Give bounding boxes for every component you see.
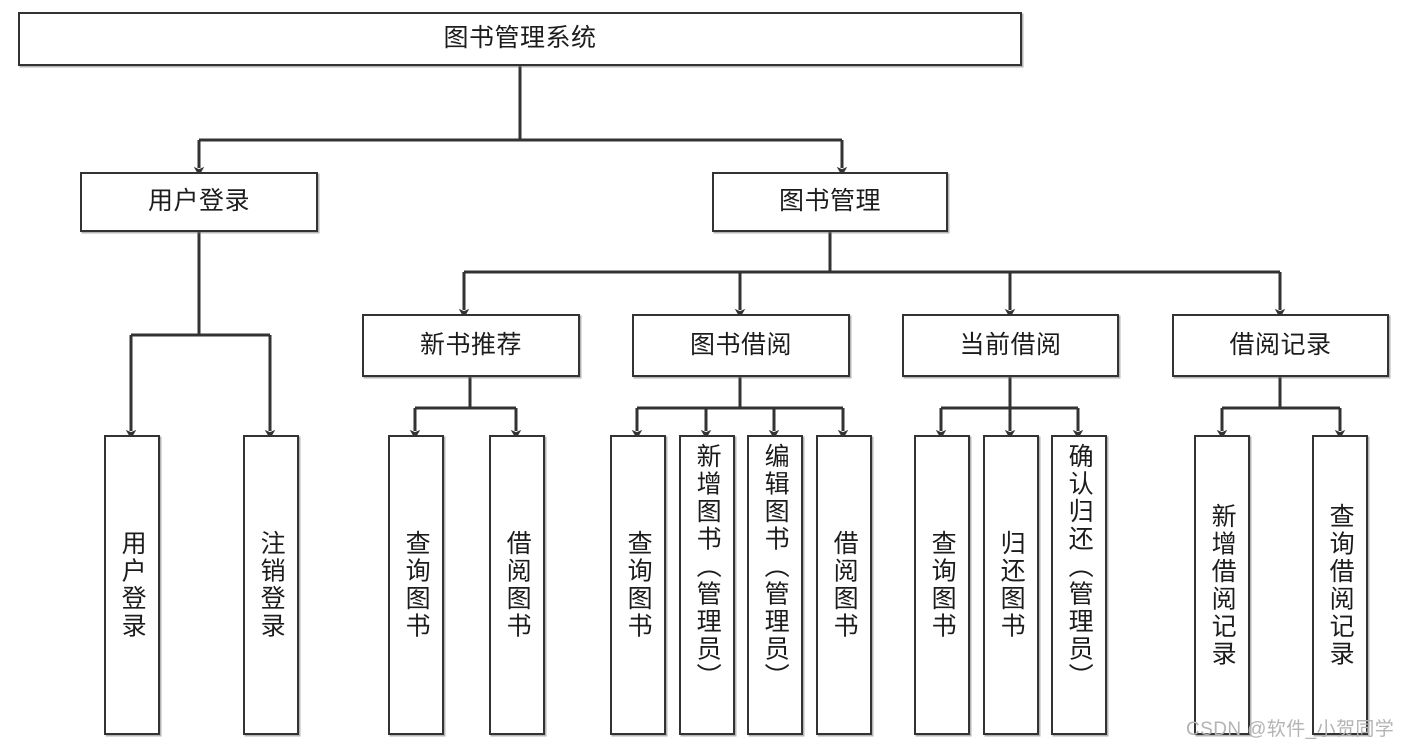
node-leaf-logout-login-label: 注销登录 [257, 530, 286, 640]
node-current-borrow-label: 当前借阅 [959, 330, 1062, 359]
node-current-borrow[interactable]: 当前借阅 [902, 314, 1119, 377]
node-leaf-query-borrow-record[interactable]: 查询借阅记录 [1312, 435, 1368, 735]
node-leaf-edit-book-label: 编辑图书（管理员） [761, 443, 790, 691]
node-new-book-recommend-label: 新书推荐 [419, 330, 522, 359]
node-root-label: 图书管理系统 [443, 24, 597, 53]
node-leaf-add-borrow-record[interactable]: 新增借阅记录 [1194, 435, 1250, 735]
node-leaf-confirm-return[interactable]: 确认归还（管理员） [1051, 435, 1107, 735]
node-leaf-borrow-book-1-label: 借阅图书 [503, 530, 532, 640]
node-leaf-query-book-2[interactable]: 查询图书 [610, 435, 666, 735]
node-leaf-confirm-return-label: 确认归还（管理员） [1065, 443, 1094, 691]
node-book-borrow-label: 图书借阅 [689, 330, 792, 359]
node-leaf-query-book-2-label: 查询图书 [624, 530, 653, 640]
node-borrow-record[interactable]: 借阅记录 [1172, 314, 1389, 377]
node-leaf-query-borrow-record-label: 查询借阅记录 [1326, 502, 1355, 668]
node-borrow-record-label: 借阅记录 [1229, 330, 1332, 359]
node-user-login-label: 用户登录 [147, 187, 250, 216]
csdn-watermark: CSDN @软件_小贺同学 [1186, 719, 1395, 740]
node-leaf-query-book-1-label: 查询图书 [402, 530, 431, 640]
node-book-manage-label: 图书管理 [778, 187, 881, 216]
node-root[interactable]: 图书管理系统 [18, 12, 1022, 66]
node-leaf-add-book[interactable]: 新增图书（管理员） [679, 435, 735, 735]
node-leaf-query-book-3-label: 查询图书 [928, 530, 957, 640]
node-new-book-recommend[interactable]: 新书推荐 [362, 314, 580, 377]
node-user-login[interactable]: 用户登录 [80, 172, 318, 232]
node-leaf-borrow-book-2[interactable]: 借阅图书 [816, 435, 872, 735]
node-book-borrow[interactable]: 图书借阅 [632, 314, 850, 377]
node-leaf-borrow-book-2-label: 借阅图书 [830, 530, 859, 640]
node-leaf-edit-book[interactable]: 编辑图书（管理员） [747, 435, 803, 735]
node-leaf-query-book-3[interactable]: 查询图书 [914, 435, 970, 735]
node-book-manage[interactable]: 图书管理 [712, 172, 948, 232]
node-leaf-return-book-label: 归还图书 [997, 530, 1026, 640]
node-leaf-user-login-label: 用户登录 [118, 530, 147, 640]
node-leaf-user-login[interactable]: 用户登录 [104, 435, 160, 735]
node-leaf-add-borrow-record-label: 新增借阅记录 [1208, 502, 1237, 668]
node-leaf-query-book-1[interactable]: 查询图书 [388, 435, 444, 735]
node-leaf-borrow-book-1[interactable]: 借阅图书 [489, 435, 545, 735]
node-leaf-add-book-label: 新增图书（管理员） [693, 443, 722, 691]
node-leaf-logout-login[interactable]: 注销登录 [243, 435, 299, 735]
node-leaf-return-book[interactable]: 归还图书 [983, 435, 1039, 735]
